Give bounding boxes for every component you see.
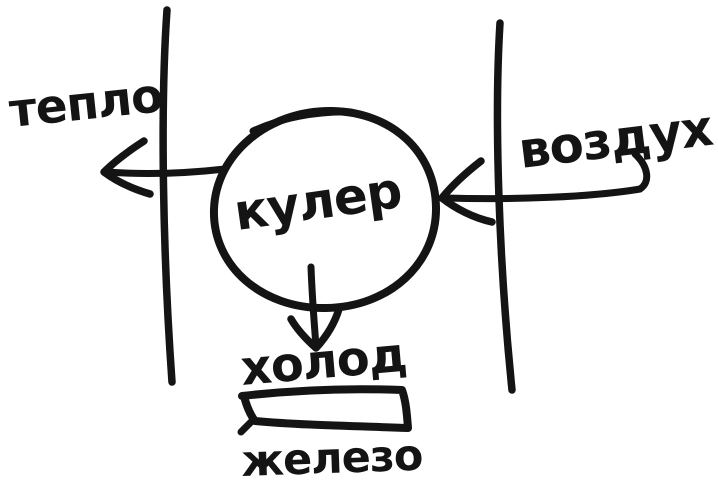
heat-arrow-shaft bbox=[102, 165, 229, 177]
cold-arrow-head bbox=[287, 305, 343, 352]
right-boundary-line bbox=[493, 19, 516, 394]
left-boundary-line bbox=[159, 6, 176, 386]
cooler-circle bbox=[209, 106, 441, 313]
air-arrow-head bbox=[438, 157, 496, 226]
cooler-circle-overlap-stroke bbox=[249, 108, 355, 135]
node-label-hardware: железо bbox=[240, 430, 424, 484]
heat-arrow-head bbox=[100, 137, 154, 198]
air-arrow-shaft bbox=[442, 150, 651, 203]
hardware-box bbox=[238, 385, 412, 432]
hardware-box-corner-tail bbox=[237, 416, 257, 436]
cold-arrow-shaft bbox=[307, 263, 320, 350]
label-cold: холод bbox=[238, 326, 409, 397]
